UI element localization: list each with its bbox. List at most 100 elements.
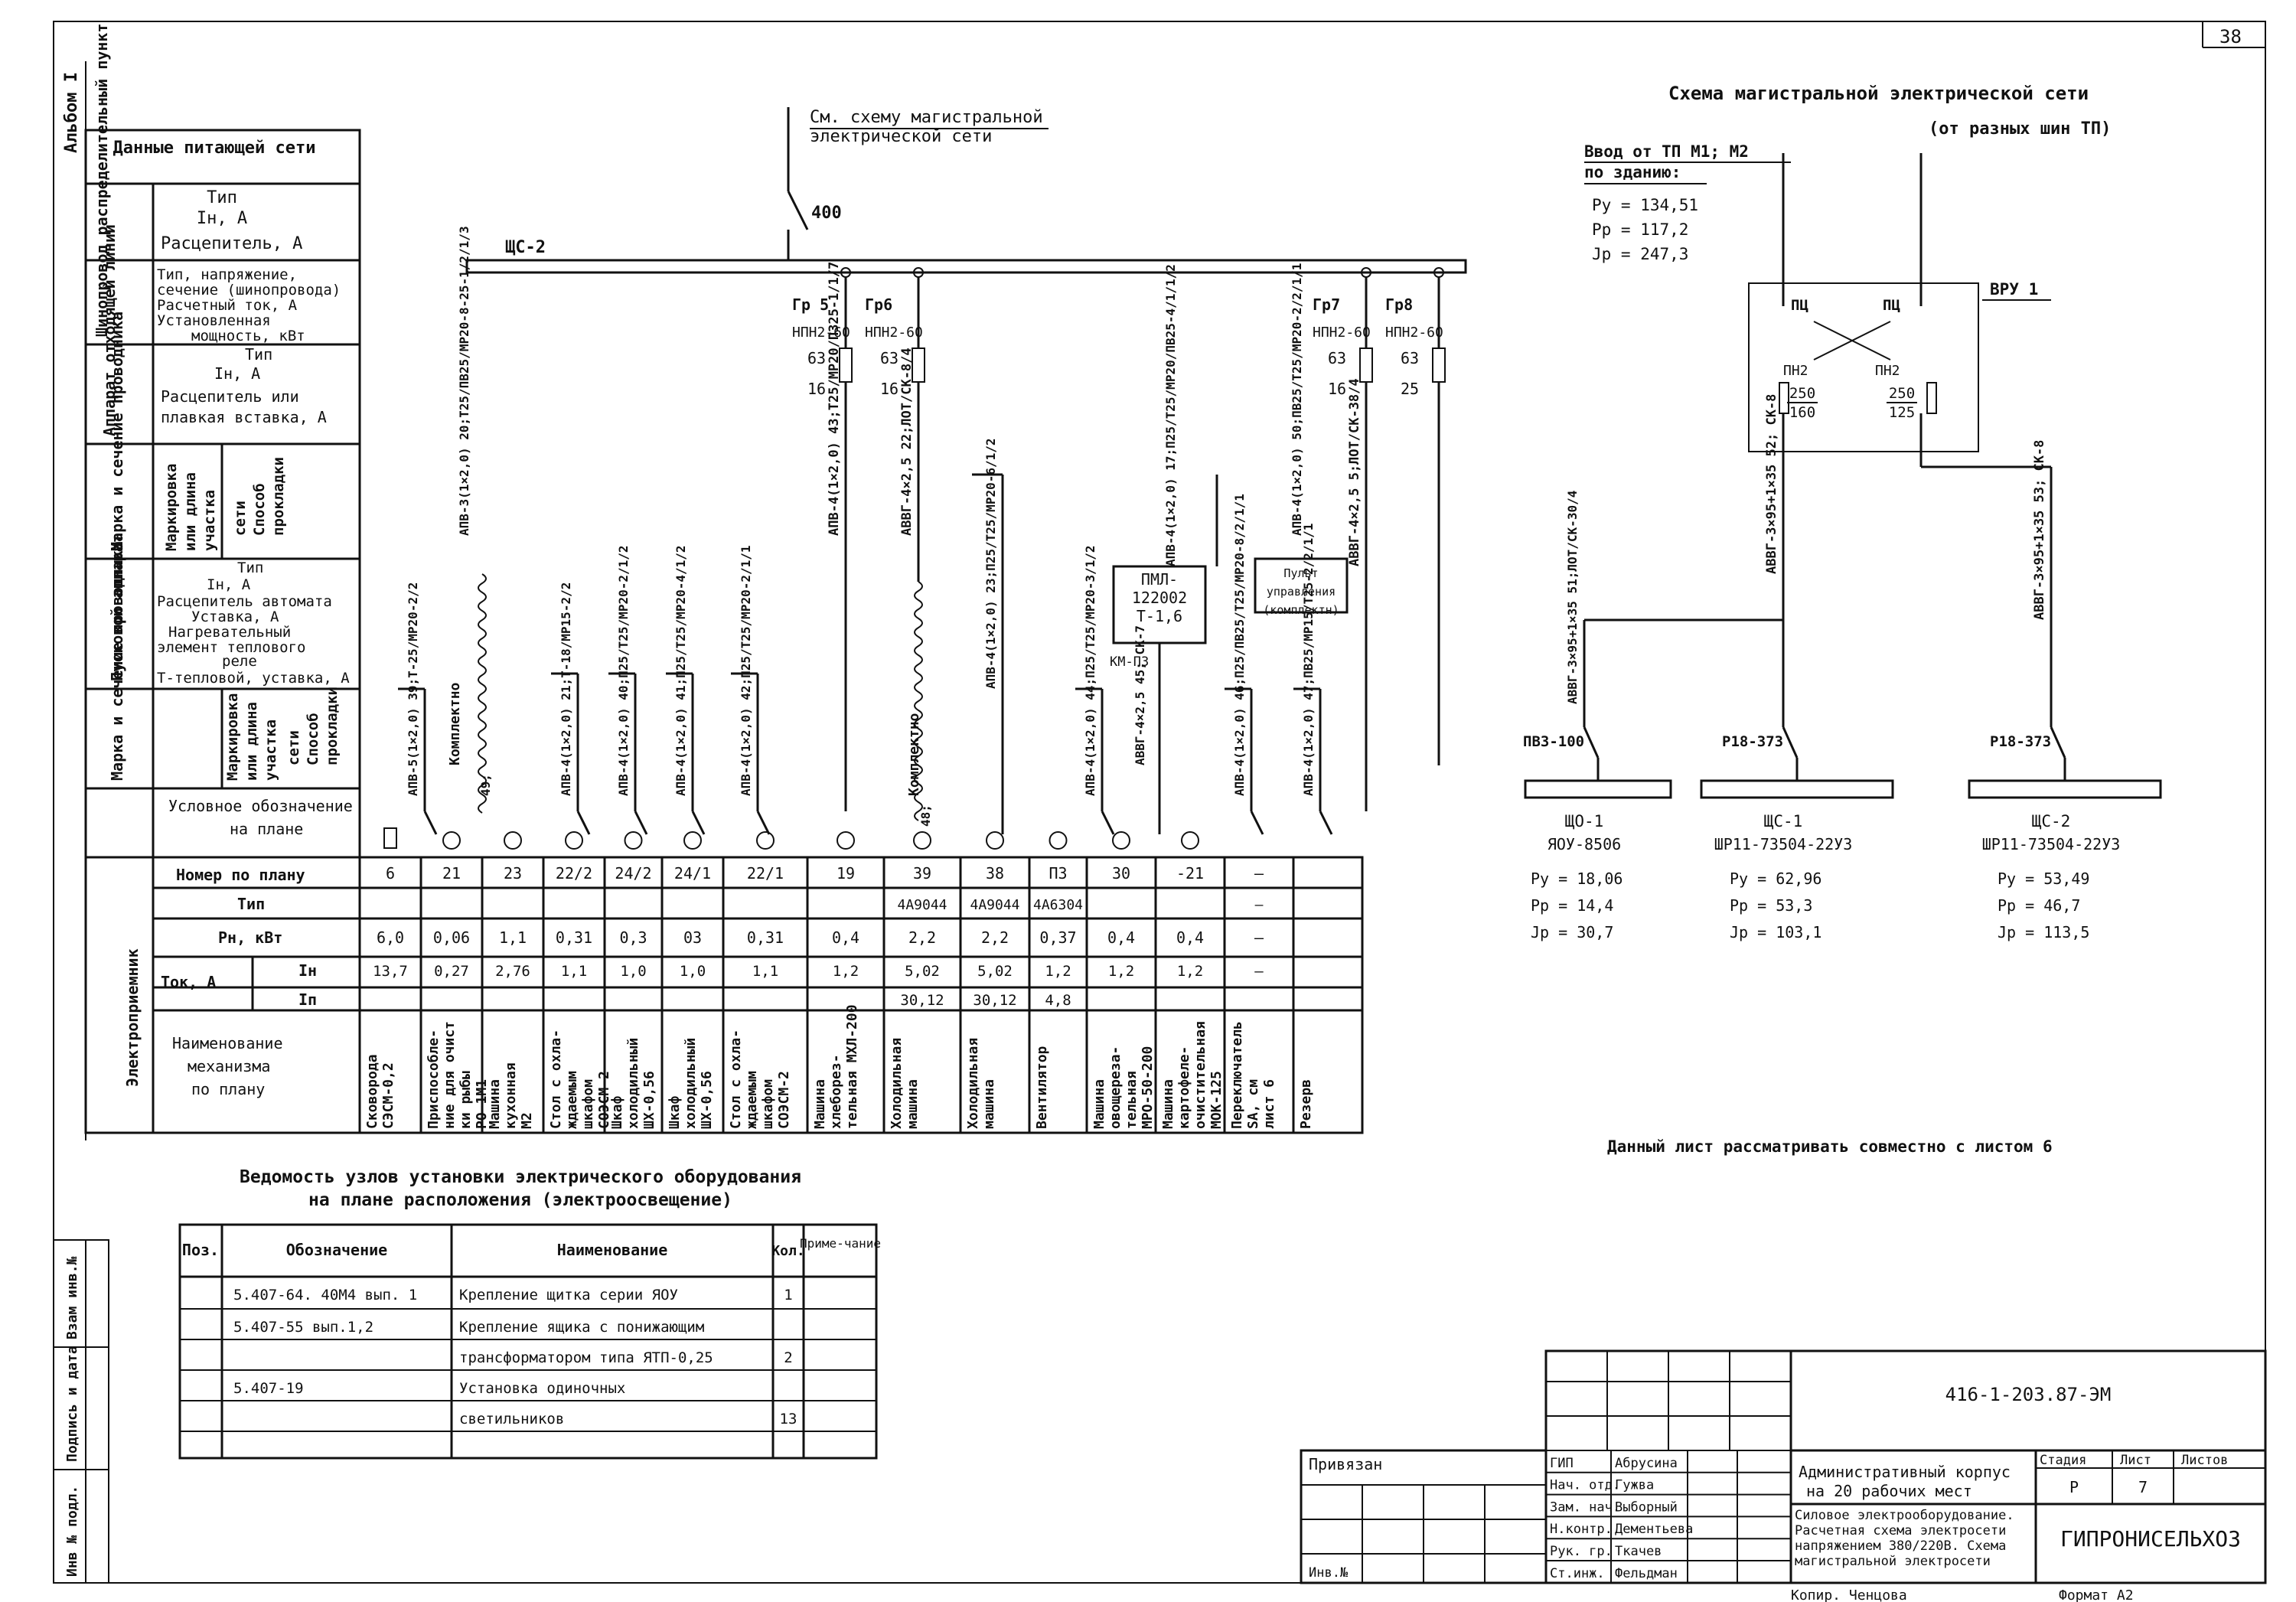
receiver-name: холодильный [625, 1038, 641, 1129]
receiver-name: картофеле- [1176, 1046, 1192, 1129]
ref-note: См. схему магистральной [810, 108, 1043, 127]
receiver-name: Стол с охла- [728, 1029, 744, 1129]
row-current-label: Ток, А [161, 973, 216, 991]
plan-symbol [683, 831, 702, 850]
group-fuse: НПН2-60 [1313, 325, 1371, 341]
vru-box [1748, 282, 1979, 452]
receiver-plan: 39 [913, 864, 931, 883]
outgoing-group: Аппарат отходящей линии [100, 224, 119, 436]
group-name: Гр6 [865, 295, 892, 314]
bom-qty: 2 [784, 1349, 792, 1366]
group-insert: 16 [807, 380, 826, 398]
wire2-laying: прокладки [324, 687, 341, 765]
receiver-plan: 24/2 [615, 864, 651, 883]
bom-name: светильников [459, 1411, 564, 1427]
receiver-power: 0,37 [1039, 928, 1076, 947]
wire-drop [756, 811, 771, 835]
receiver-name: Шкаф [609, 1095, 625, 1129]
receiver-in: 1,2 [1045, 963, 1071, 980]
starter-type: Тип [237, 560, 263, 576]
receiver-name: Стол с охла- [548, 1029, 564, 1129]
busway-voltage: Тип, напряжение, [157, 266, 297, 283]
pn-label: ПН2 [1875, 363, 1900, 379]
left-stamp: Взам инв.№ Подпись и дата Инв № подл. [53, 1239, 109, 1584]
receiver-type: — [1255, 897, 1264, 913]
plan-symbol [986, 831, 1004, 850]
fuse-symbol [1926, 382, 1937, 414]
org-name: ГИПРОНИСЕЛЬХОЗ [2060, 1526, 2241, 1551]
board-name: ЩО-1 [1565, 812, 1604, 830]
receiver-in: 1,1 [561, 963, 587, 980]
wire2-label: 49; [478, 774, 493, 796]
role-name: Абрусина [1615, 1456, 1678, 1471]
plan-symbol [913, 831, 931, 850]
role-label: Зам. нач. [1550, 1499, 1620, 1515]
group-rating: 63 [880, 349, 899, 367]
row-plan-label: Номер по плану [176, 866, 305, 884]
starter-thermal: элемент теплового [157, 639, 305, 656]
supply-data-label: Данные питающей сети [113, 139, 316, 158]
board-py: Ру = 53,49 [1998, 870, 2089, 888]
receiver-name: ШХ-0,56 [699, 1071, 715, 1129]
receiver-name: шкафом [760, 1079, 776, 1129]
receiver-name: Машина [812, 1079, 828, 1129]
role-name: Дементьева [1615, 1522, 1693, 1537]
receiver-name: тельная [1124, 1071, 1140, 1129]
outgoing-type: Тип [245, 345, 272, 364]
starter-label: (комплектн) [1263, 603, 1339, 617]
plan-symbol [1181, 831, 1199, 850]
receiver-plan: 30 [1112, 864, 1130, 883]
switch-blade [787, 191, 809, 230]
starter-setting: Уставка, А [191, 608, 279, 625]
pn-value: 250 [1889, 385, 1915, 402]
receiver-name: кухонная [503, 1062, 519, 1129]
receiver-power: 2,2 [981, 928, 1009, 947]
receiver-plan: П3 [1049, 864, 1067, 883]
row-name-label: механизма [188, 1057, 270, 1075]
receiver-plan: 21 [442, 864, 461, 883]
wire2-method: Способ [305, 713, 321, 765]
receiver-name: машина [981, 1079, 997, 1129]
object-title: Административный корпус [1799, 1463, 2011, 1481]
board-pp: Рр = 14,4 [1531, 896, 1613, 915]
receiver-name: СОЭСМ-2 [776, 1071, 792, 1129]
board-jp: Jр = 103,1 [1730, 923, 1821, 941]
plan-symbol [1112, 831, 1130, 850]
plan-symbol-rect [383, 827, 397, 849]
group-fuse: НПН2-60 [1385, 325, 1443, 341]
komplektno-label: Комплектно [447, 683, 463, 765]
bom-name: трансформатором типа ЯТП-0,25 [459, 1349, 713, 1366]
bom-head: Наименование [557, 1241, 668, 1259]
fuse-symbol [1779, 382, 1789, 414]
bom-name: Крепление щитка серии ЯОУ [459, 1287, 678, 1303]
privyazan-label: Привязан [1309, 1455, 1382, 1473]
bom-head: Обозначение [286, 1241, 387, 1259]
receiver-plan: 22/2 [556, 864, 592, 883]
receiver-name: М2 [519, 1112, 535, 1129]
board-py: Ру = 18,06 [1531, 870, 1623, 888]
copied-by: Копир. Ченцова [1791, 1587, 1907, 1602]
wire-length: или длина [182, 472, 199, 551]
pn-value: 250 [1789, 385, 1815, 402]
role-label: Нач. отд. [1550, 1478, 1620, 1493]
pc-label: ПЦ [1883, 297, 1900, 314]
receiver-plan: 38 [986, 864, 1004, 883]
receiver-ip: 30,12 [973, 992, 1016, 1009]
trunk-input: по зданию: [1584, 163, 1681, 181]
board-jp: Jр = 113,5 [1998, 923, 2089, 941]
plan-symbol [624, 831, 643, 850]
receiver-name: Сковорода [364, 1054, 380, 1129]
wire-net: сети [232, 501, 249, 536]
breaker-label: Р18-373 [1722, 733, 1783, 750]
starter-label: Пульт [1283, 566, 1318, 580]
plan-symbol [565, 831, 583, 850]
receiver-name: лист 6 [1261, 1079, 1277, 1129]
receiver-name: Переключатель [1229, 1021, 1245, 1129]
plan-symbol [756, 831, 775, 850]
receiver-name: Приспособле- [426, 1029, 442, 1129]
group-rating: 63 [1401, 349, 1419, 367]
receiver-power: 6,0 [377, 928, 404, 947]
bom-head: Приме-чание [800, 1236, 881, 1251]
receiver-in: 5,02 [977, 963, 1013, 980]
